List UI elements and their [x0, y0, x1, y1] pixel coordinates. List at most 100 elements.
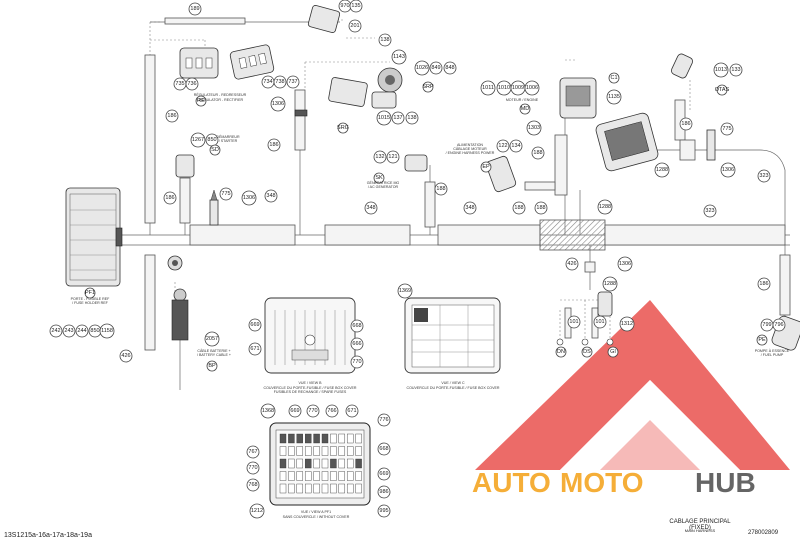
fuse-slot	[279, 433, 287, 444]
fuse-slot	[305, 483, 312, 494]
callout-number: 138	[407, 115, 416, 121]
fuse-slot	[313, 433, 320, 444]
view-caption: VUE / VIEW C	[441, 381, 465, 385]
callout-number: 186	[269, 142, 278, 148]
callout-number: 1369	[399, 288, 411, 294]
callout-132: 132	[373, 150, 387, 164]
callout-number: 1306	[722, 167, 734, 173]
callout-323: 323	[703, 204, 717, 218]
callout-number: 242	[51, 328, 60, 334]
callout-number: 735	[175, 81, 184, 87]
callout-1306: 1306	[720, 162, 736, 178]
callout-734: 734	[261, 75, 275, 89]
fuse-slot	[288, 446, 295, 456]
callout-number: 850	[207, 137, 216, 143]
callout-1011: 1011	[480, 80, 496, 96]
callout-number: 1013	[715, 67, 727, 73]
callout-number: 138	[380, 37, 389, 43]
callout-770: 770	[350, 355, 364, 369]
code-srp: SRP	[422, 81, 434, 93]
location-code: DN	[557, 349, 565, 355]
callout-1015: 1015	[376, 110, 392, 126]
callout-number: 766	[327, 408, 336, 414]
fuse-slot	[321, 471, 329, 481]
fuse-slot	[338, 446, 345, 456]
location-code: RE	[197, 98, 205, 104]
fuse-slot	[347, 483, 354, 494]
callout-number: 734	[263, 79, 272, 85]
watermark-moto: MOTO	[560, 467, 643, 498]
view-a-fuse-box	[269, 422, 371, 506]
fuse-slot	[288, 471, 295, 481]
callout-number: 1011	[482, 85, 494, 91]
location-code: GI	[610, 349, 616, 355]
fuse-slot	[330, 433, 337, 444]
callout-775: 775	[720, 122, 734, 136]
callout-426: 426	[565, 257, 579, 271]
callout-1267: 1267	[190, 132, 206, 148]
callout-number: 188	[536, 205, 545, 211]
component-label: / FUSE HOLDER REF	[72, 301, 109, 305]
callout-number: 132	[375, 154, 384, 160]
callout-number: 133	[731, 67, 740, 73]
view-b-fuse-cover	[264, 297, 356, 374]
callout-188: 188	[512, 201, 526, 215]
callout-850: 850	[88, 324, 102, 338]
callout-number: 796	[774, 322, 783, 328]
callout-1312: 1312	[619, 316, 635, 332]
fuse-slot	[313, 471, 320, 481]
battery-cable	[167, 255, 189, 341]
callout-number: 101	[569, 319, 578, 325]
callout-669: 669	[248, 318, 262, 332]
callout-669: 669	[288, 404, 302, 418]
code-pf1: PF1	[84, 287, 96, 299]
callout-number: 1143	[393, 54, 405, 60]
fuse-slot	[321, 458, 329, 469]
callout-242: 242	[49, 324, 63, 338]
callout-number: 775	[221, 191, 230, 197]
harness-sleeves	[144, 17, 791, 351]
callout-1288: 1288	[602, 276, 618, 292]
callout-1288: 1288	[597, 199, 613, 215]
fuse-slot	[338, 433, 345, 444]
fuse-slot	[338, 471, 345, 481]
view-caption: COUVERCLE DU PORTE-FUSIBLE / FUSE BOX CO…	[407, 386, 500, 390]
fuse-slot	[338, 483, 345, 494]
fuse-slot	[313, 483, 320, 494]
callout-1306: 1306	[617, 256, 633, 272]
callout-number: 135	[351, 3, 360, 9]
sleeve-186-pump	[779, 254, 791, 316]
component-label: ALIMENTATION	[457, 143, 483, 147]
callout-1306: 1306	[270, 96, 286, 112]
connector-parts	[175, 5, 800, 351]
fuse-slot	[296, 433, 303, 444]
callout-number: 995	[379, 508, 388, 514]
fuse-slot	[288, 433, 295, 444]
callout-number: 134	[511, 143, 520, 149]
callout-number: 243	[64, 328, 73, 334]
callout-number: 1288	[604, 281, 616, 287]
callout-323: 323	[757, 169, 771, 183]
fuse-slot	[279, 483, 287, 494]
fuse-slot	[330, 458, 337, 469]
fuse-slot	[347, 433, 354, 444]
callout-1158: 1158	[99, 323, 115, 339]
location-code: SRP	[422, 84, 434, 90]
callout-186: 186	[267, 138, 281, 152]
fuse-slot	[347, 446, 354, 456]
drawing-reference-code: 13S1215a-16a-17a-18a-19a	[4, 532, 92, 539]
callout-135: 135	[349, 0, 363, 13]
component-label: CÂBLAGE MOTEUR	[453, 147, 487, 151]
callout-number: 669	[250, 322, 259, 328]
callout-number: 188	[533, 150, 542, 156]
watermark-text: AUTO MOTO HUB	[472, 467, 756, 498]
watermark-auto: AUTO	[472, 467, 551, 498]
component-label: CÂBLE BATTERIE +	[197, 349, 230, 353]
callout-1006: 1006	[524, 80, 540, 96]
callout-426: 426	[119, 349, 133, 363]
callout-number: 986	[379, 489, 388, 495]
callout-number: 323	[705, 208, 714, 214]
sleeve-348-mid	[324, 224, 411, 246]
